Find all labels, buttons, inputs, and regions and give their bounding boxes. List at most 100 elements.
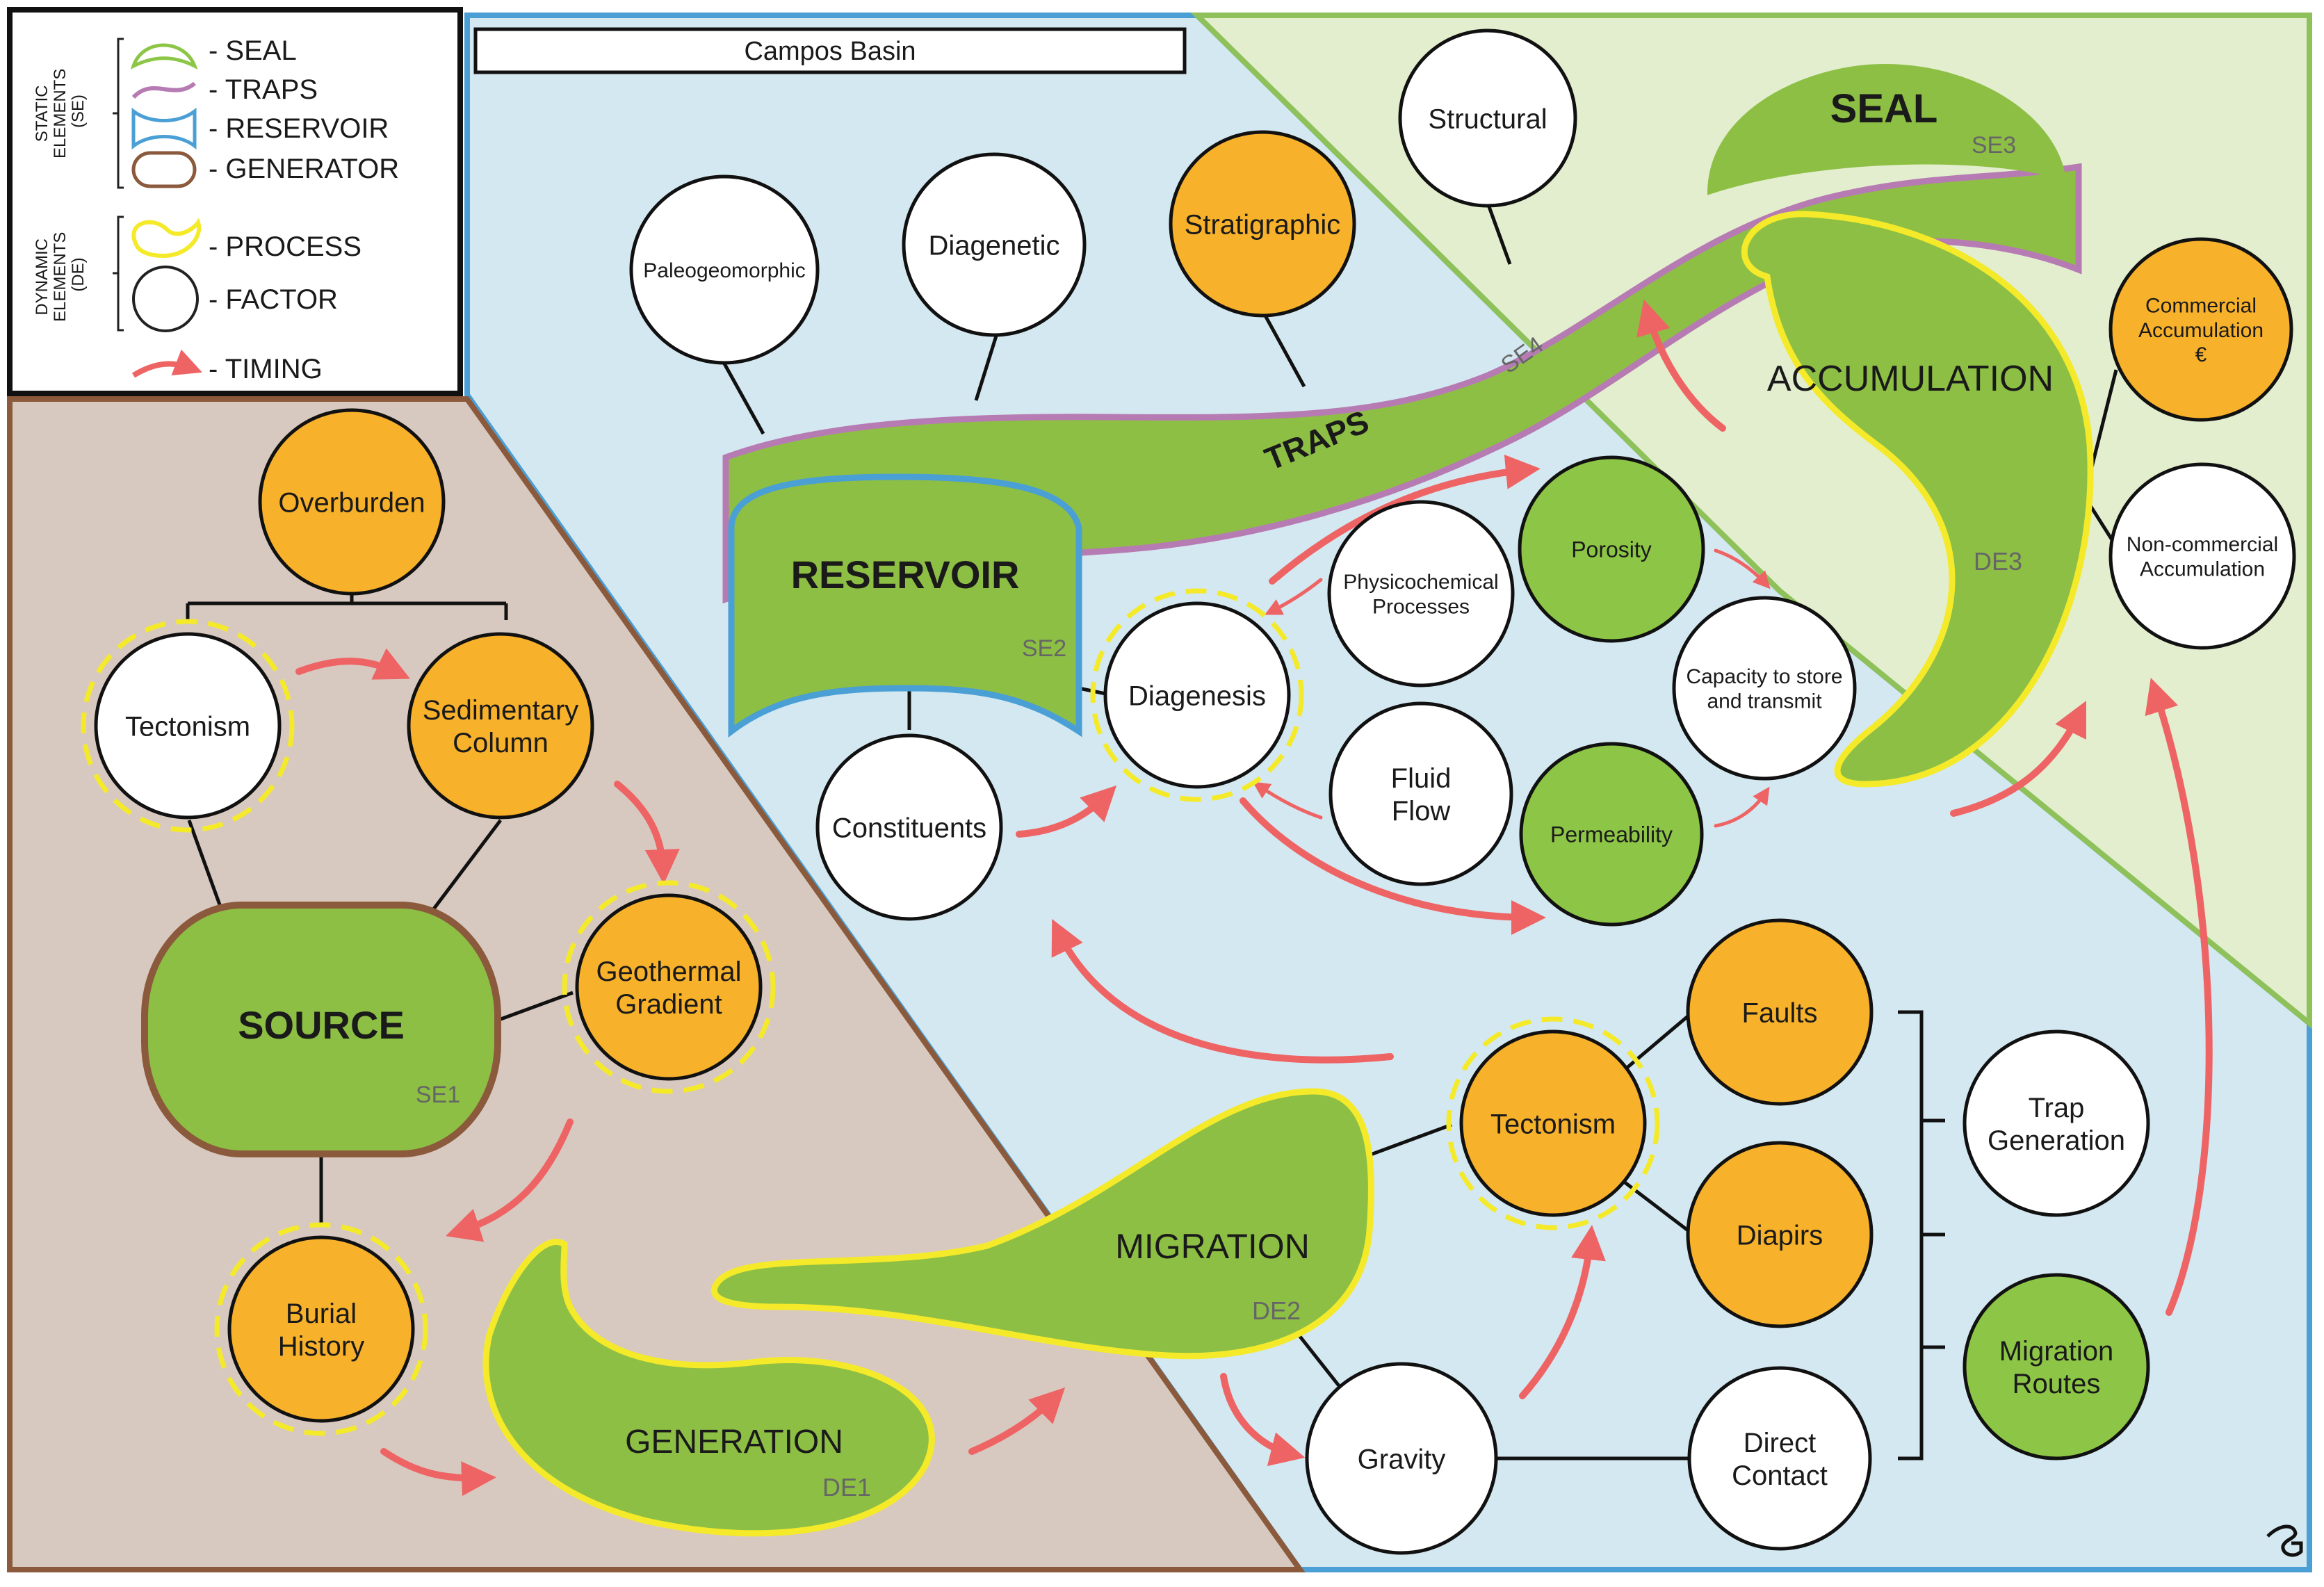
seal-dome [1707,63,2067,195]
factor-circle [1459,1029,1647,1217]
timing-arrow-physico-diagenesis [1265,578,1323,615]
legend-reservoir-label: - RESERVOIR [209,113,389,144]
factor-circle [1686,918,1874,1106]
factor-label: Accumulation [2140,558,2265,581]
timing-arrow-generation-migration [968,1387,1066,1455]
factor-label: Diapirs [1737,1220,1823,1251]
factor-circles: OverburdenTectonismSedimentaryColumnGeot… [81,29,2296,1555]
line-tectonism-source [187,820,226,917]
factor-label: Flow [1392,796,1451,827]
factor-label: Trap [2029,1093,2085,1123]
factor-circle [1398,29,1577,208]
migration-tag: DE2 [1252,1296,1301,1325]
connector-lines [186,202,2118,1460]
factor-circle [2108,237,2293,422]
source-shape [141,902,501,1157]
generation-label: GENERATION [625,1424,843,1460]
basin-title-text: Campos Basin [744,37,916,66]
line-migration-gravity [1292,1326,1342,1389]
factor-label: Non-commercial [2127,533,2278,556]
factor-label: Structural [1428,104,1547,134]
factor-label: Tectonism [125,711,250,742]
factor-label: Direct [1744,1428,1816,1458]
factor-circle [1169,130,1356,318]
timing-arrow-accumulation-traps [1636,299,1726,432]
timing-arrow-migration-reservoir [1051,919,1394,1064]
factor-circle [575,893,763,1081]
factor-label: Faults [1742,998,1818,1028]
timing-arrow-permeability-capacity [1714,786,1770,828]
factor-circle [2108,462,2296,650]
factor-label: Physicochemical [1343,571,1498,594]
line-diagenetic-traps [974,333,999,401]
factor-circle [1687,1366,1872,1551]
factor-label: € [2195,343,2207,366]
factor-label: Diagenesis [1128,681,1266,711]
factor-label: Diagenetic [928,230,1059,261]
factor-porosity: Porosity [1518,455,1705,643]
factor-label: Porosity [1571,537,1652,562]
factor-stratigraphic: Stratigraphic [1169,130,1356,318]
static-elements: TRAPS SE4 SEAL SE3 RESERVOIR SE2 SOURCE … [141,63,2082,1157]
reservoir-shape [728,473,1082,738]
legend-reservoir-swatch [131,107,197,150]
legend-static-bracket [113,38,124,189]
factor-label: Routes [2013,1369,2101,1399]
basin-title-box [473,27,1187,74]
factor-label: Constituents [832,813,986,843]
factor-circle [1103,601,1291,789]
seal-label: SEAL [1830,86,1938,131]
factor-constituents: Constituents [815,733,1003,921]
factor-structural: Structural [1398,29,1577,208]
author-mark [2266,1524,2303,1557]
factor-label: Gradient [615,989,722,1020]
timing-arrow-burial-generation [380,1448,496,1497]
timing-arrow-geothermal-burial [445,1118,574,1242]
legend-traps-label: - TRAPS [209,74,318,105]
legend-timing-label: - TIMING [209,354,323,384]
legend-static-group-title: STATIC ELEMENTS (SE) [33,64,88,158]
factor-circle [1518,455,1705,643]
migration-label: MIGRATION [1115,1227,1310,1266]
traps-band [722,163,2082,604]
legend-process-swatch [131,218,202,259]
factor-gravity: Gravity [1305,1362,1498,1555]
factor-label: Accumulation [2138,319,2264,342]
factor-diagenesis: Diagenesis [1090,588,1304,802]
factor-label: History [278,1331,364,1362]
line-sedimentary-source [427,819,502,918]
legend-dynamic-bracket [113,215,124,332]
legend-seal-swatch [130,43,198,70]
process-ring [562,880,776,1094]
factor-label: Commercial [2145,294,2257,317]
factor-label: Tectonism [1490,1109,1616,1139]
factor-label: Stratigraphic [1185,209,1341,240]
process-ring [214,1222,428,1436]
factor-circle [1305,1362,1498,1555]
factor-circle [1686,1141,1874,1328]
factor-circle [407,632,594,820]
legend-process-label: - PROCESS [209,231,361,262]
processes: ACCUMULATION DE3 MIGRATION DE2 GENERATIO… [482,211,2094,1537]
factor-faults: Faults [1686,918,1874,1106]
factor-label: Migration [1999,1336,2114,1367]
factor-paleogeomorphic: Paleogeomorphic [629,174,820,365]
accumulation-process [1741,211,2094,788]
timing-arrow-diagenesis-permeability [1240,797,1546,935]
process-ring [1446,1016,1660,1230]
factor-circle [94,632,282,820]
process-ring [1090,588,1304,802]
factor-label: and transmit [1707,690,1822,713]
factor-label: Burial [286,1299,357,1329]
factor-circle [227,1235,415,1423]
factor-diapirs: Diapirs [1686,1141,1874,1328]
factor-label: Gravity [1358,1444,1446,1474]
timing-arrow-constituents-diagenesis [1016,785,1117,838]
reservoir-label: RESERVOIR [791,553,1020,596]
factor-label: Geothermal [596,957,742,987]
